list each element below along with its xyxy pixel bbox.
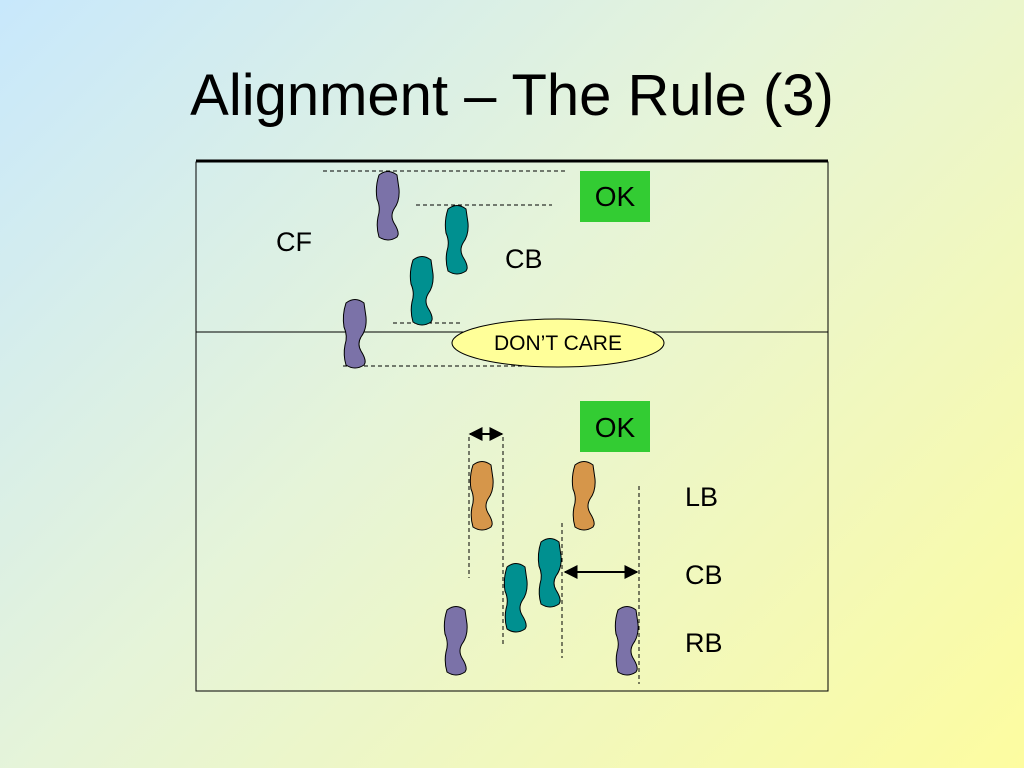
player-foot-cb-left (409, 256, 434, 326)
player-foot-back (342, 299, 367, 369)
player-foot-cb-left (503, 563, 528, 633)
bottom-diagram: OK LB CB RB (443, 401, 723, 684)
dont-care-note (451, 318, 665, 368)
lb-label: LB (685, 482, 718, 512)
slide-title: Alignment – The Rule (3) (190, 63, 834, 128)
cf-label: CF (276, 227, 312, 257)
ok-label-top: OK (595, 181, 636, 212)
player-foot-rb-left (443, 606, 468, 676)
player-foot-cb-right (537, 538, 562, 608)
player-foot-cb-right (444, 205, 469, 275)
player-foot-rb-right (614, 606, 639, 676)
cb-label-bottom: CB (685, 560, 723, 590)
ok-label-bottom: OK (595, 412, 636, 443)
dont-care-label: DON’T CARE (494, 332, 622, 355)
player-foot-lb-right (571, 461, 596, 531)
player-foot-lb-left (469, 461, 494, 531)
player-foot-cf (375, 171, 400, 241)
rb-label: RB (685, 628, 723, 658)
cb-label: CB (505, 244, 543, 274)
ok-badge-bottom (580, 401, 650, 452)
top-diagram: CF CB OK DON’T CARE (276, 170, 665, 369)
ok-badge-top (580, 171, 650, 222)
